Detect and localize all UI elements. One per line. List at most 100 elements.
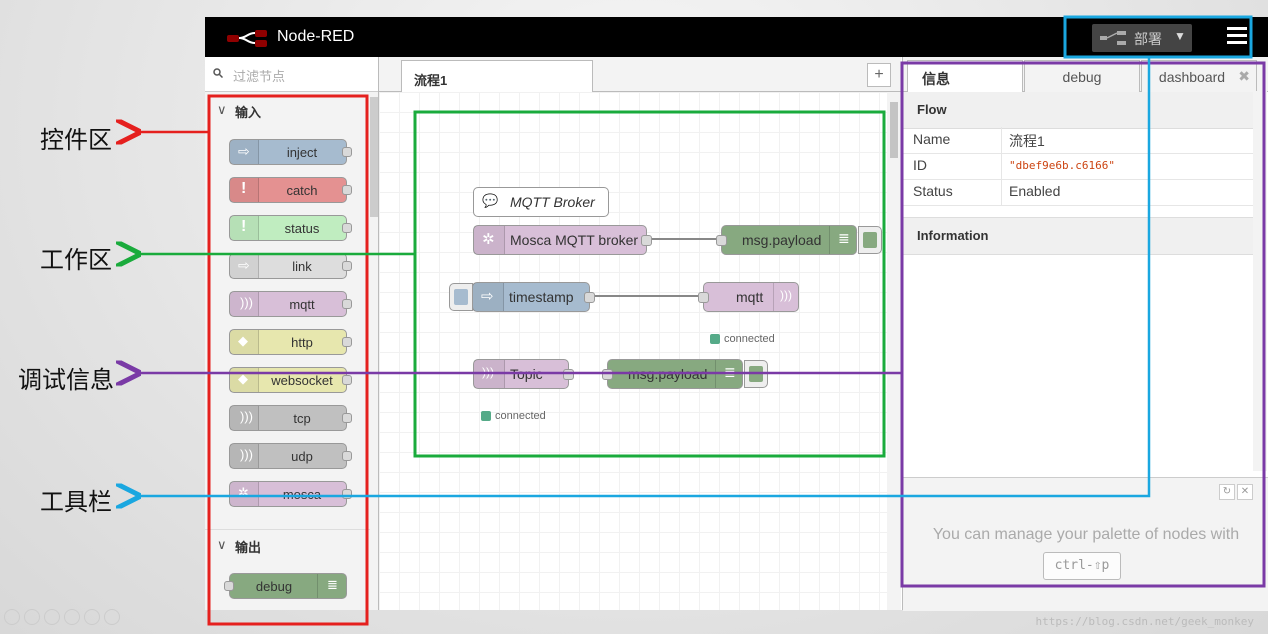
output-port[interactable] [342, 337, 352, 347]
alert-icon: ! [230, 216, 259, 240]
palette-node-debug[interactable]: debug ≣ [224, 573, 347, 599]
search-icon [213, 68, 223, 78]
palette-node-mqtt[interactable]: ))) mqtt [229, 291, 352, 317]
close-icon[interactable]: ✖ [1238, 68, 1250, 84]
bridge-icon: ))) [230, 444, 259, 468]
flow-node-debug-1[interactable]: msg.payload ≣ [716, 225, 882, 255]
tip-panel: ↻ ✕ You can manage your palette of nodes… [903, 477, 1268, 611]
comment-icon: 💬 [482, 193, 499, 208]
list-icon: ≣ [829, 226, 856, 254]
list-icon: ≣ [317, 574, 346, 598]
slides-icon [64, 609, 80, 625]
flow-node-topic-in[interactable]: ))) Topic [473, 359, 574, 389]
flow-node-timestamp[interactable]: ⇨ timestamp [449, 282, 595, 312]
palette-node-mosca[interactable]: ✲ mosca [229, 481, 352, 507]
output-port[interactable] [563, 369, 574, 380]
palette-node-websocket[interactable]: ◆ websocket [229, 367, 352, 393]
palette-scrollbar[interactable] [370, 97, 378, 217]
tip-text: You can manage your palette of nodes wit… [932, 526, 1240, 543]
tab-info[interactable]: 信息 [907, 60, 1023, 92]
arrow-in-icon: ⇨ [473, 283, 504, 311]
deploy-label: 部署 [1134, 31, 1162, 47]
refresh-icon[interactable]: ↻ [1219, 484, 1235, 500]
main-menu-button[interactable] [1227, 27, 1247, 47]
deploy-icon [1100, 31, 1126, 45]
sidebar: 信息 debug dashboard✖ Flow Name 流程1 ID "db… [902, 57, 1268, 611]
list-icon: ≣ [715, 360, 742, 388]
node-palette: 过滤节点 ∨ 输入 ⇨ inject ! catch ! status ⇨ li… [205, 57, 379, 610]
palette-category-input[interactable]: ∨ 输入 [205, 95, 370, 125]
palette-node-link[interactable]: ⇨ link [229, 253, 352, 279]
input-port[interactable] [698, 292, 709, 303]
scrollbar-thumb[interactable] [890, 102, 898, 158]
bridge-icon: ))) [230, 292, 259, 316]
output-port[interactable] [342, 261, 352, 271]
output-port[interactable] [342, 185, 352, 195]
flow-node-mosca[interactable]: ✲ Mosca MQTT broker [473, 225, 652, 255]
palette-node-status[interactable]: ! status [229, 215, 352, 241]
add-flow-button[interactable]: + [867, 63, 891, 87]
tab-flow-1[interactable]: 流程1 [401, 60, 593, 92]
next-icon [24, 609, 40, 625]
debug-toggle-button[interactable] [858, 226, 882, 254]
output-port[interactable] [342, 451, 352, 461]
palette-category-output[interactable]: ∨ 输出 [205, 529, 370, 560]
output-port[interactable] [342, 375, 352, 385]
status-dot-icon [481, 411, 491, 421]
deploy-button[interactable]: 部署 ▼ [1092, 24, 1192, 52]
globe-icon: ◆ [230, 368, 259, 392]
tab-debug[interactable]: debug [1024, 60, 1140, 92]
palette-node-inject[interactable]: ⇨ inject [229, 139, 352, 165]
palette-node-tcp[interactable]: ))) tcp [229, 405, 352, 431]
debug-toggle-button[interactable] [744, 360, 768, 388]
alert-icon: ! [230, 178, 259, 202]
arrow-in-icon: ⇨ [230, 140, 259, 164]
palette-filter-input[interactable]: 过滤节点 [205, 57, 378, 92]
zoom-icon [84, 609, 100, 625]
flow-node-comment[interactable]: 💬 MQTT Broker [473, 187, 609, 217]
output-port[interactable] [584, 292, 595, 303]
tab-dashboard[interactable]: dashboard✖ [1141, 60, 1257, 92]
flow-node-debug-2[interactable]: msg.payload ≣ [602, 359, 768, 389]
more-icon [104, 609, 120, 625]
workspace-annotation-label: 工作区 [40, 246, 112, 274]
palette-annotation-label: 控件区 [40, 126, 112, 154]
flow-node-mqtt-out[interactable]: mqtt ))) [698, 282, 799, 312]
palette-node-udp[interactable]: ))) udp [229, 443, 352, 469]
bridge-icon: ))) [474, 360, 505, 388]
prop-row-name: Name 流程1 [903, 127, 1253, 154]
palette-node-catch[interactable]: ! catch [229, 177, 352, 203]
shortcut-key: ctrl-⇧p [1043, 552, 1121, 580]
output-port[interactable] [342, 147, 352, 157]
information-section-header: Information [903, 217, 1253, 255]
input-port[interactable] [716, 235, 727, 246]
app-header: Node-RED 部署 ▼ [205, 17, 1268, 57]
sidebar-tabbar: 信息 debug dashboard✖ [903, 57, 1268, 92]
close-icon[interactable]: ✕ [1237, 484, 1253, 500]
mosca-icon: ✲ [230, 482, 259, 506]
flow-canvas[interactable]: 💬 MQTT Broker ✲ Mosca MQTT broker msg.pa… [379, 92, 887, 610]
flow-section-header: Flow [903, 92, 1253, 129]
mosca-icon: ✲ [474, 226, 505, 254]
deploy-caret-icon[interactable]: ▼ [1174, 29, 1186, 43]
palette-node-http[interactable]: ◆ http [229, 329, 352, 355]
debug-annotation-label: 调试信息 [18, 366, 114, 394]
inject-trigger-button[interactable] [449, 283, 473, 311]
output-port[interactable] [342, 223, 352, 233]
output-port[interactable] [342, 413, 352, 423]
category-label: 输入 [235, 105, 262, 120]
prop-row-status: Status Enabled [903, 179, 1253, 206]
input-port[interactable] [602, 369, 613, 380]
node-red-logo-icon [227, 30, 267, 47]
workspace-tabbar: 流程1 + [379, 57, 901, 92]
category-label: 输出 [235, 540, 262, 555]
workspace-scrollbar[interactable] [887, 92, 901, 610]
sidebar-scrollbar[interactable] [1253, 91, 1267, 471]
output-port[interactable] [641, 235, 652, 246]
output-port[interactable] [342, 299, 352, 309]
app-title: Node-RED [277, 28, 355, 45]
slide-nav-controls[interactable] [4, 609, 124, 630]
watermark-text: https://blog.csdn.net/geek_monkey [1035, 615, 1254, 628]
mqtt-out-status: connected [724, 333, 775, 345]
output-port[interactable] [342, 489, 352, 499]
